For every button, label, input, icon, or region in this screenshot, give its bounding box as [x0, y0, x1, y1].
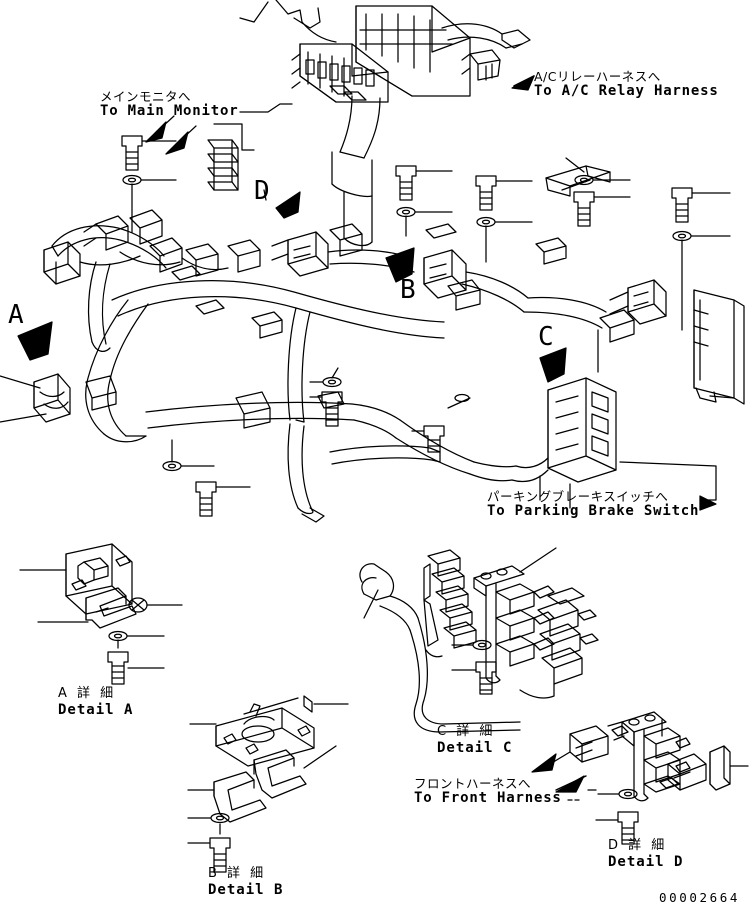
bolt-group-lower-center [309, 367, 343, 427]
callout-parking-brake-en: To Parking Brake Switch [487, 503, 700, 519]
detail-caption-c: C 詳 細 Detail C [437, 724, 512, 756]
callout-parking-brake: パーキングブレーキスイッチへ To Parking Brake Switch [487, 490, 699, 520]
bolt-group-left-upper [121, 135, 177, 233]
detail-d-view [539, 711, 749, 845]
callout-ac-relay: A/Cリレーハーネスへ To A/C Relay Harness [534, 70, 719, 100]
callout-front-harness-jp: フロントハーネスへ [414, 776, 532, 791]
section-marker-a: A [8, 300, 24, 330]
right-harness [423, 249, 745, 405]
parking-brake-arrowhead [699, 495, 717, 511]
bolt-group-bottom-left [162, 439, 251, 517]
bolt-group-mid-lower [411, 393, 471, 453]
section-marker-c: C [538, 322, 554, 352]
callout-main-monitor: メインモニタへ To Main Monitor [100, 90, 238, 120]
detail-a-view [19, 543, 183, 685]
marker-arrow-c [539, 347, 567, 383]
detail-caption-a: A 詳 細 Detail A [58, 686, 133, 718]
detail-caption-d-jp: D 詳 細 [608, 838, 668, 853]
bolt-group-far-right [671, 187, 731, 331]
bolt-group-center-upper [395, 165, 453, 237]
top-left-connector [239, 0, 337, 43]
drawing-part-number: 00002664 [659, 890, 741, 905]
ac-relay-wire [441, 23, 535, 87]
detail-caption-b-jp: B 詳 細 [208, 866, 267, 881]
detail-caption-d: D 詳 細 Detail D [608, 838, 683, 870]
callout-front-harness: フロントハーネスへ To Front Harness [414, 777, 562, 807]
marker-arrow-a [17, 321, 53, 361]
misc-connectors [171, 223, 567, 339]
callout-ac-relay-jp: A/Cリレーハーネスへ [534, 69, 661, 84]
bolt-group-top-bracket [545, 157, 631, 227]
detail-caption-d-en: Detail D [608, 853, 684, 870]
parking-brake-connector [511, 377, 717, 509]
center-harness [111, 223, 517, 482]
callout-ac-relay-en: To A/C Relay Harness [534, 83, 719, 99]
detail-b-view [187, 695, 349, 873]
front-harness-pointer [531, 753, 557, 773]
detail-caption-b-en: Detail B [208, 881, 284, 898]
detail-caption-c-en: Detail C [437, 739, 513, 756]
callout-parking-brake-jp: パーキングブレーキスイッチへ [487, 489, 669, 504]
detail-c-view [359, 547, 599, 733]
bolt-group-right-mid [475, 175, 533, 263]
left-harness [0, 209, 261, 443]
detail-caption-c-jp: C 詳 細 [437, 724, 496, 739]
detail-caption-b: B 詳 細 Detail B [208, 866, 283, 898]
detail-caption-a-en: Detail A [58, 701, 134, 718]
ac-relay-arrowhead [511, 75, 535, 91]
fuse-box-assembly [291, 5, 471, 247]
section-marker-b: B [400, 275, 416, 305]
terminal-strip [207, 139, 239, 191]
lower-wire [287, 423, 325, 523]
callout-main-monitor-en: To Main Monitor [100, 103, 239, 119]
callout-front-harness-en: To Front Harness [414, 790, 562, 806]
marker-arrow-d [275, 191, 301, 219]
front-harness-arrowhead [555, 775, 585, 793]
detail-caption-a-jp: A 詳 細 [58, 686, 117, 701]
section-marker-d: D [254, 176, 270, 206]
marker-arrow-b [385, 247, 415, 283]
callout-main-monitor-jp: メインモニタへ [100, 89, 192, 104]
